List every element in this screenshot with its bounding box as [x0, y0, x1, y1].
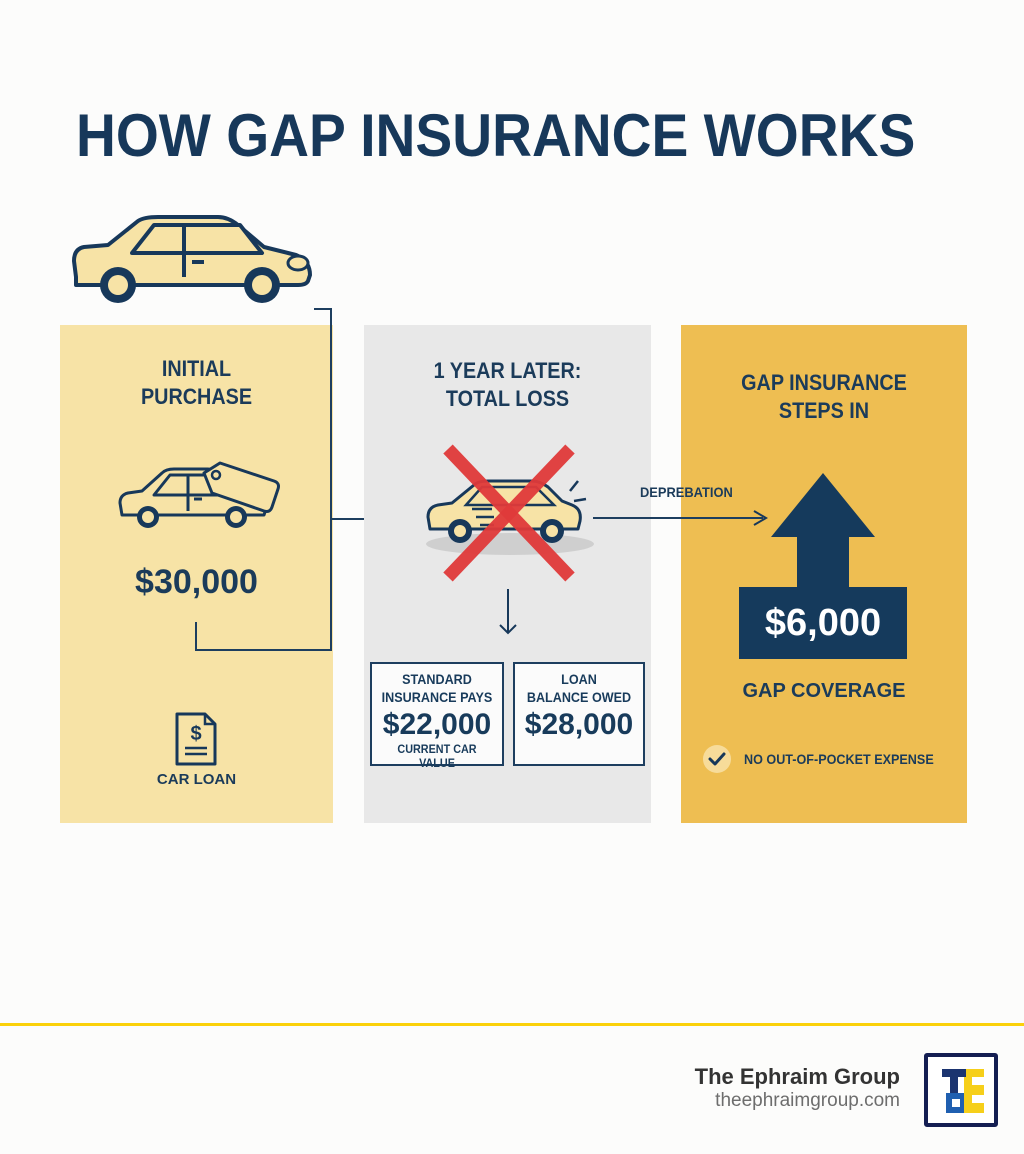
gap-coverage-label: GAP COVERAGE: [742, 680, 906, 702]
car-icon: [72, 215, 312, 303]
heading-line-2: PURCHASE: [140, 384, 253, 409]
connector-line: [330, 308, 332, 651]
connector-line: [195, 649, 332, 651]
panel-total-loss: 1 YEAR LATER: TOTAL LOSS STANDARD INSURA…: [364, 325, 651, 823]
arrow-right-icon: [753, 510, 768, 526]
benefit-row: NO OUT-OF-POCKET EXPENSE: [703, 745, 955, 773]
car-loan-label: CAR LOAN: [156, 771, 237, 788]
loan-document-icon: $: [175, 712, 217, 766]
box-label-line-1: STANDARD: [402, 671, 472, 687]
footer-divider: [0, 1023, 1024, 1026]
panel-heading: 1 YEAR LATER: TOTAL LOSS: [378, 357, 636, 413]
heading-line-1: 1 YEAR LATER:: [433, 358, 582, 383]
purchase-amount: $30,000: [135, 563, 258, 601]
tge-logo-icon: [942, 1069, 984, 1113]
connector-line: [195, 622, 197, 651]
box-label-line-2: BALANCE OWED: [526, 689, 632, 705]
depreciation-arrow-line: [593, 517, 763, 519]
company-logo: [924, 1053, 998, 1127]
heading-line-2: STEPS IN: [778, 398, 870, 423]
panel-gap-insurance: GAP INSURANCE STEPS IN $6,000 GAP COVERA…: [681, 325, 967, 823]
insurance-payout-amount: $22,000: [382, 708, 492, 741]
depreciation-label: DEPREBATION: [640, 484, 733, 500]
heading-line-1: INITIAL: [161, 356, 232, 381]
panel-heading: INITIAL PURCHASE: [74, 355, 320, 411]
current-car-value-label: CURRENT CAR VALUE: [397, 742, 477, 770]
company-url[interactable]: theephraimgroup.com: [715, 1090, 900, 1111]
box-label: LOAN BALANCE OWED: [521, 670, 636, 706]
heading-line-1: GAP INSURANCE: [741, 370, 907, 395]
wrecked-car-crossed-icon: [426, 444, 594, 582]
page-title: HOW GAP INSURANCE WORKS: [76, 102, 916, 169]
box-label-line-2: INSURANCE PAYS: [381, 689, 493, 705]
loan-balance-amount: $28,000: [524, 708, 634, 741]
box-label: STANDARD INSURANCE PAYS: [379, 670, 496, 706]
panel-heading: GAP INSURANCE STEPS IN: [695, 369, 952, 425]
connector-line: [314, 308, 332, 310]
svg-text:$: $: [190, 723, 201, 745]
box-label-line-1: LOAN: [561, 671, 597, 687]
loan-balance-box: LOAN BALANCE OWED $28,000: [513, 662, 645, 766]
up-arrow-icon: [771, 473, 875, 591]
panel-initial-purchase: INITIAL PURCHASE $30,000 $ CAR LOAN: [60, 325, 333, 823]
car-price-tag-icon: [118, 461, 280, 528]
down-arrow-icon: [499, 589, 517, 635]
heading-line-2: TOTAL LOSS: [445, 386, 570, 411]
company-name: The Ephraim Group: [694, 1064, 900, 1089]
standard-insurance-box: STANDARD INSURANCE PAYS $22,000 CURRENT …: [370, 662, 504, 770]
benefit-text: NO OUT-OF-POCKET EXPENSE: [744, 751, 934, 767]
gap-coverage-amount: $6,000: [739, 587, 907, 659]
check-icon: [703, 745, 731, 773]
